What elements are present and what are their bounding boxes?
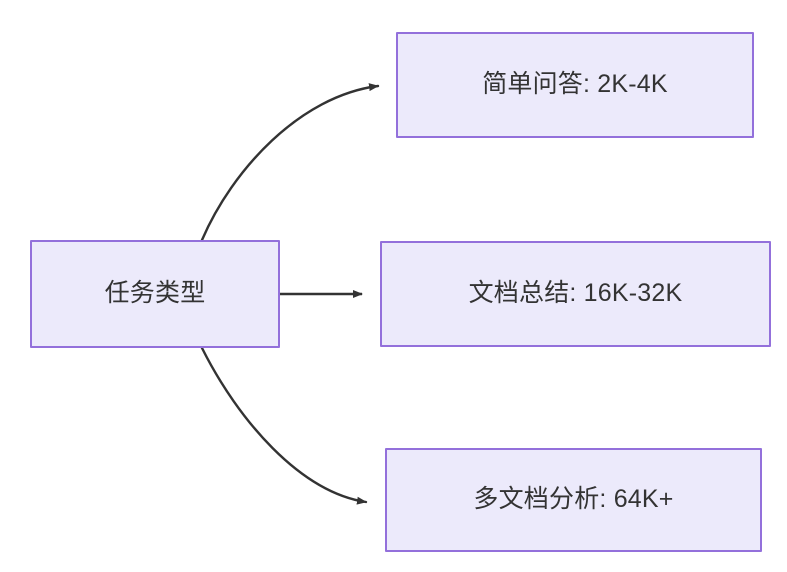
node-source[interactable]: 任务类型 — [30, 240, 280, 348]
node-simple-qa-label: 简单问答: 2K-4K — [482, 70, 668, 99]
node-doc-summary-label: 文档总结: 16K-32K — [468, 279, 683, 308]
edge-source-to-simple-qa — [200, 83, 380, 242]
node-multi-doc-label: 多文档分析: 64K+ — [473, 485, 674, 514]
node-source-label: 任务类型 — [104, 279, 206, 308]
edge-source-to-multi-doc — [200, 346, 368, 505]
node-simple-qa[interactable]: 简单问答: 2K-4K — [396, 32, 754, 138]
node-doc-summary[interactable]: 文档总结: 16K-32K — [380, 241, 771, 347]
node-multi-doc[interactable]: 多文档分析: 64K+ — [385, 448, 762, 552]
